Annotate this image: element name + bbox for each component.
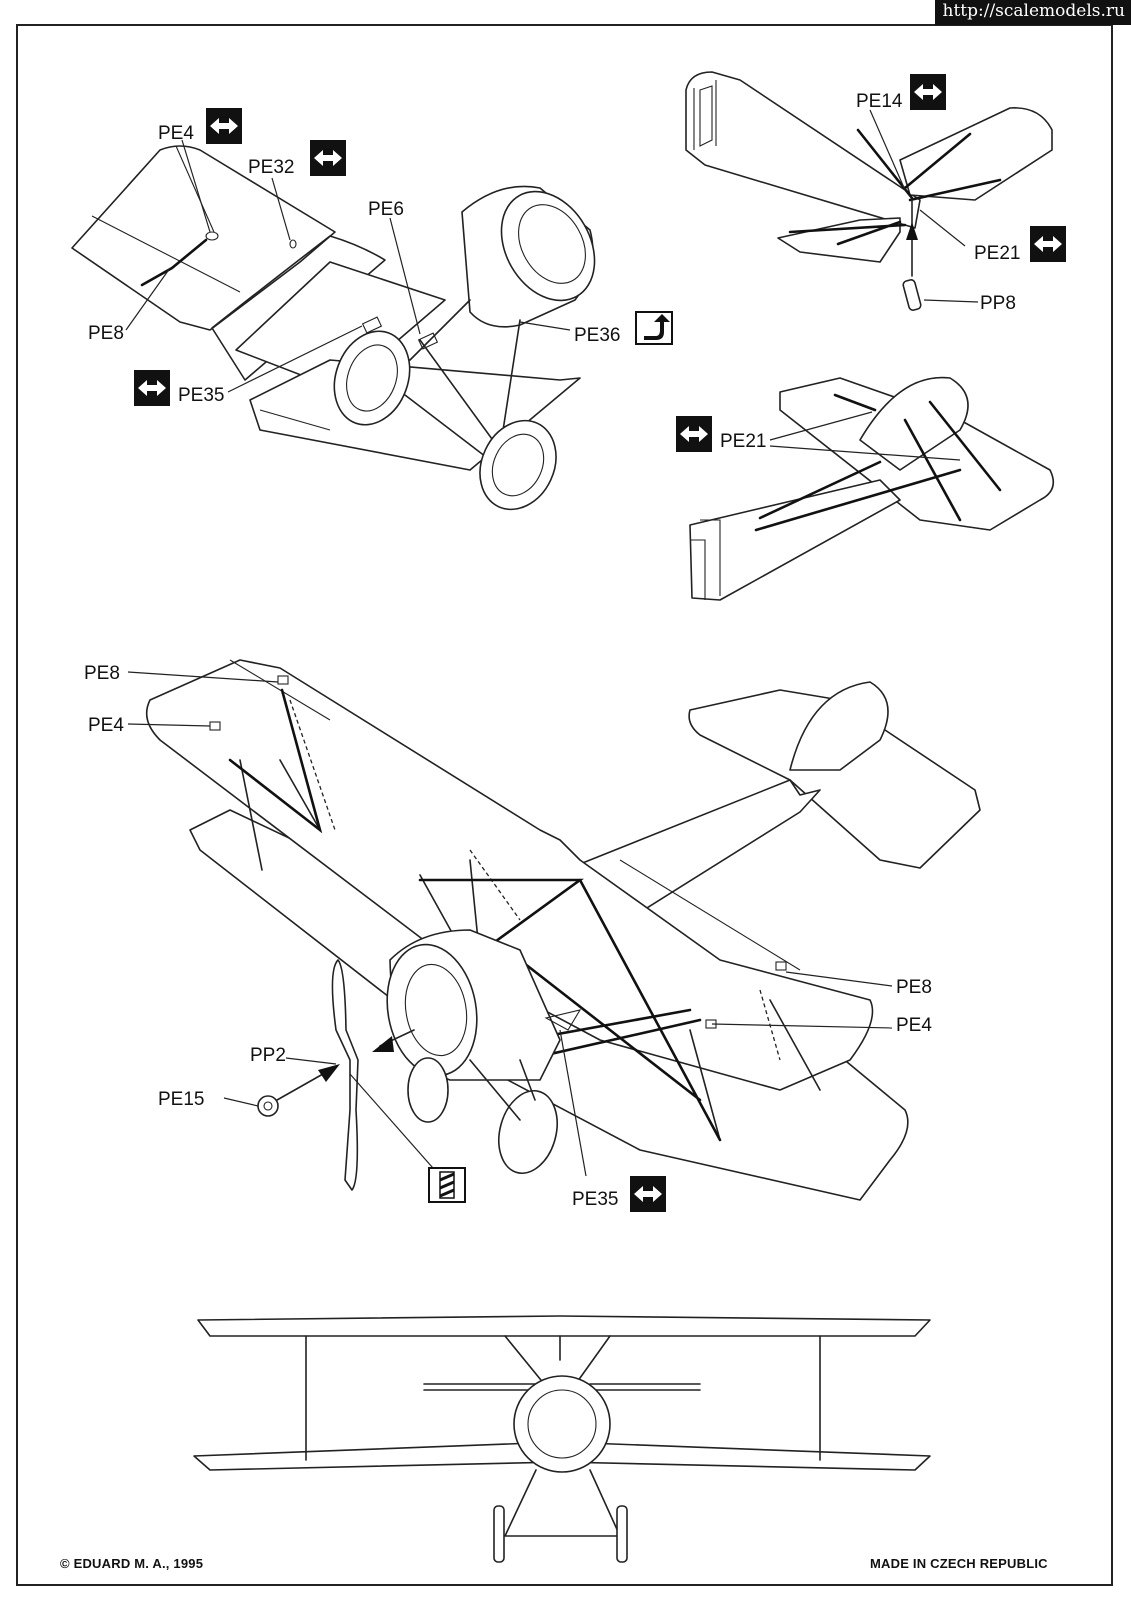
label-pe14: PE14 xyxy=(856,91,903,112)
source-watermark: http://scalemodels.ru xyxy=(934,0,1131,25)
label-pe36: PE36 xyxy=(574,325,621,346)
both-sides-icon xyxy=(1030,226,1066,262)
label-pe35-main: PE35 xyxy=(572,1189,619,1210)
copyright-text: © EDUARD M. A., 1995 xyxy=(60,1556,204,1571)
label-pe4-wing: PE4 xyxy=(158,123,194,144)
label-pe15: PE15 xyxy=(158,1089,205,1110)
both-sides-icon xyxy=(676,416,712,452)
origin-text: MADE IN CZECH REPUBLIC xyxy=(870,1556,1048,1571)
both-sides-icon xyxy=(134,370,170,406)
label-pe32: PE32 xyxy=(248,157,295,178)
label-pe21-top: PE21 xyxy=(974,243,1021,264)
label-pe4-main-right: PE4 xyxy=(896,1015,932,1036)
striped-paint-icon xyxy=(428,1167,466,1203)
label-pe4-main-left: PE4 xyxy=(88,715,124,736)
both-sides-icon xyxy=(310,140,346,176)
tail-rigging-top-drawing xyxy=(685,71,1066,311)
bend-up-icon xyxy=(635,311,673,345)
label-pp8: PP8 xyxy=(980,293,1016,314)
wing-detail-drawing xyxy=(71,108,673,511)
label-pe8-main-left: PE8 xyxy=(84,663,120,684)
both-sides-icon xyxy=(910,74,946,110)
page-frame xyxy=(16,24,1113,1586)
label-pe8-wing: PE8 xyxy=(88,323,124,344)
label-pe8-main-right: PE8 xyxy=(896,977,932,998)
label-pe21-bottom: PE21 xyxy=(720,431,767,452)
main-aircraft-drawing xyxy=(127,659,981,1212)
label-pe6: PE6 xyxy=(368,199,404,220)
front-view-drawing xyxy=(193,1315,931,1563)
both-sides-icon xyxy=(206,108,242,144)
tail-rigging-bottom-drawing xyxy=(676,376,1055,601)
label-pp2: PP2 xyxy=(250,1045,286,1066)
both-sides-icon xyxy=(630,1176,666,1212)
label-pe35-wing: PE35 xyxy=(178,385,225,406)
